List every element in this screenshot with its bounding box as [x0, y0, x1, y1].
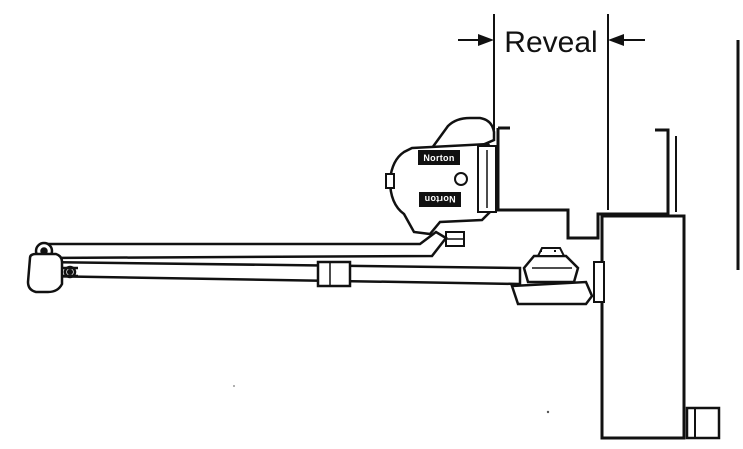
main-arm-bar: [40, 230, 448, 260]
main-arm: [34, 230, 448, 261]
door-profile: [600, 214, 721, 440]
brand-name-bottom: Norton: [424, 194, 455, 204]
shoe-nut: [522, 254, 580, 284]
reveal-label: Reveal: [504, 26, 597, 59]
closer-pinion: [445, 231, 465, 247]
shoe-bracket: [593, 261, 605, 303]
frame-stop-outline: [496, 128, 670, 240]
elbow-joint: [26, 252, 78, 294]
frame-profile: [496, 126, 677, 240]
closer-top-cap: [429, 116, 496, 150]
closer-valve-nut: [385, 173, 395, 189]
shoe-dots: [540, 250, 542, 252]
reveal-arrow-left-icon: [478, 34, 494, 46]
closer-adjust-screw-icon: [454, 172, 468, 186]
forearm-adjust-sleeve: [316, 260, 352, 288]
brand-badge-bottom: Norton: [419, 192, 461, 207]
arm-shoe: [510, 247, 605, 306]
shoe-base: [510, 280, 594, 306]
reveal-arrow-right-icon: [608, 34, 624, 46]
reveal-dimension: Reveal: [458, 14, 645, 210]
scan-speck: [233, 385, 235, 387]
closer-body: [385, 116, 497, 236]
brand-name-top: Norton: [423, 153, 454, 163]
scan-speck: [546, 410, 550, 414]
closer-housing: [388, 142, 494, 236]
forearm-rod: [38, 260, 522, 286]
door-slab: [600, 214, 686, 440]
brand-badge-top: Norton: [418, 150, 460, 165]
forearm: [38, 260, 522, 288]
door-hardware-box: [685, 406, 721, 440]
